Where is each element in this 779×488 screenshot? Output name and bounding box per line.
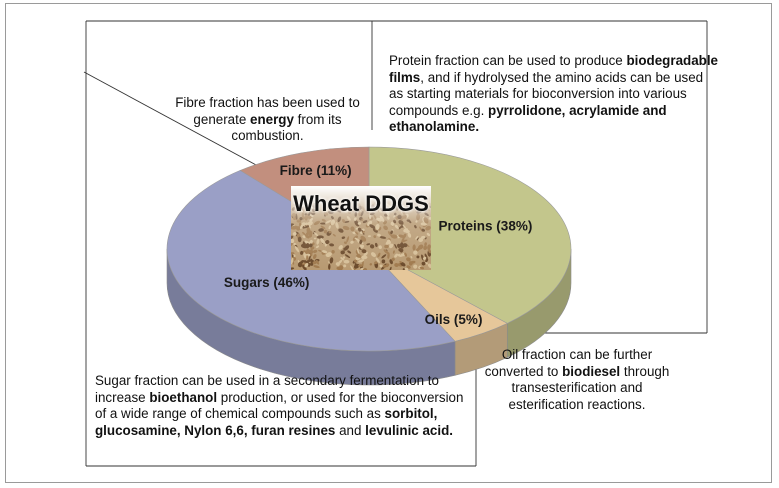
fibre-note: Fibre fraction has been used to generate… bbox=[160, 95, 375, 145]
fibre-note-text-end: from its combustion. bbox=[231, 111, 342, 144]
grain-texture bbox=[291, 186, 431, 270]
sugar-note-and: and bbox=[335, 422, 366, 438]
slice-labels: Proteins (38%) Oils (5%) Sugars (46%) Fibre… bbox=[224, 163, 532, 327]
oil-note-text: Oil fraction can be further converted to bbox=[484, 347, 653, 379]
sugar-note-text: Sugar fraction can be used in a secondar… bbox=[95, 373, 439, 405]
chart-title: Wheat DDGS bbox=[293, 191, 429, 216]
oil-note-text-end: through transesterification and esterifi… bbox=[508, 363, 670, 412]
slice-label-fibre: Fibre (11%) bbox=[280, 163, 352, 178]
protein-note-compounds: pyrrolidone, acrylamide and ethanolamine… bbox=[389, 102, 667, 135]
protein-note-emphasis: biodegradable films bbox=[389, 53, 718, 85]
sugar-note-text-mid: production, or used for the bioconversio… bbox=[95, 389, 464, 422]
sugar-note-compounds: sorbitol, glucosamine, Nylon 6,6, furan … bbox=[95, 406, 438, 438]
fibre-note-text: Fibre fraction has been used to generate bbox=[175, 95, 360, 127]
sugar-note-emphasis: bioethanol bbox=[149, 389, 218, 405]
protein-note-text: Protein fraction can be used to produce bbox=[389, 53, 627, 68]
fibre-note-emphasis: energy bbox=[250, 111, 294, 127]
oil-note: Oil fraction can be further converted to… bbox=[482, 347, 672, 413]
oil-note-emphasis: biodiesel bbox=[562, 363, 621, 379]
slice-label-proteins: Proteins (38%) bbox=[439, 219, 533, 234]
protein-note-text-mid: , and if hydrolysed the amino acids can … bbox=[389, 69, 704, 118]
slice-label-sugars: Sugars (46%) bbox=[224, 275, 310, 290]
wheat-ddgs-photo: Wheat DDGS bbox=[291, 186, 431, 270]
sugar-note: Sugar fraction can be used in a secondar… bbox=[95, 373, 475, 439]
annotation-lines bbox=[83, 20, 708, 467]
slice-label-oils: Oils (5%) bbox=[425, 312, 483, 327]
protein-note: Protein fraction can be used to produce … bbox=[389, 53, 719, 136]
sugar-note-levulinic: levulinic acid. bbox=[365, 422, 453, 438]
fibre-callout-line bbox=[83, 71, 259, 167]
